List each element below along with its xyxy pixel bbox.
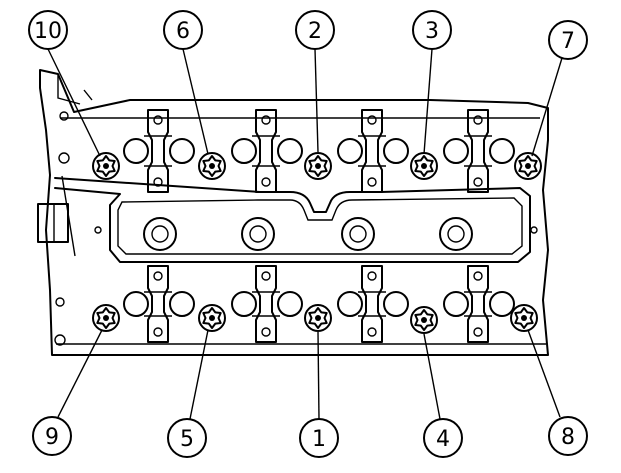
- central-gallery: [37, 175, 531, 263]
- upper-pedestal-1: [123, 109, 195, 193]
- cylinder-head-outline: [39, 69, 549, 356]
- lower-pedestal-4: [443, 265, 515, 343]
- upper-pedestal-2: [231, 109, 303, 193]
- bolt-5-torx-icon: [198, 304, 226, 332]
- callout-10-label: 10: [34, 19, 62, 44]
- bolt-2-torx-icon: [304, 152, 332, 180]
- bolt-4-torx-icon: [410, 306, 438, 334]
- upper-pedestals: [123, 109, 515, 193]
- callout-6-label: 6: [176, 19, 190, 44]
- lower-pedestal-1: [123, 265, 195, 343]
- bolt-7-torx-icon: [514, 152, 542, 180]
- upper-pedestal-3: [337, 109, 409, 193]
- callout-8: 8: [548, 416, 588, 456]
- leader-line-4: [423, 48, 433, 155]
- callout-3-label: 3: [425, 19, 439, 44]
- callout-3: 3: [412, 10, 452, 50]
- callout-7-label: 7: [561, 29, 575, 54]
- edge-holes: [54, 111, 538, 346]
- lower-pedestals: [123, 265, 515, 343]
- bolt-9-torx-icon: [92, 304, 120, 332]
- leader-line-6: [57, 329, 103, 418]
- upper-pedestal-4: [443, 109, 515, 193]
- callout-9-label: 9: [45, 425, 59, 450]
- bolt-8-torx-icon: [510, 304, 538, 332]
- callout-1-label: 1: [312, 427, 326, 452]
- callout-6: 6: [163, 10, 203, 50]
- leader-lines: [47, 48, 563, 420]
- callout-10: 10: [28, 10, 68, 50]
- callout-7: 7: [548, 20, 588, 60]
- callout-2: 2: [295, 10, 335, 50]
- callout-9: 9: [32, 416, 72, 456]
- callout-4: 4: [423, 418, 463, 458]
- bolt-6-torx-icon: [198, 152, 226, 180]
- leader-line-1: [47, 48, 101, 157]
- bolt-3-torx-icon: [410, 152, 438, 180]
- bolt-1-torx-icon: [304, 304, 332, 332]
- callout-2-label: 2: [308, 19, 322, 44]
- bolt-10-torx-icon: [92, 152, 120, 180]
- callout-5-label: 5: [180, 427, 194, 452]
- leader-line-5: [531, 57, 563, 157]
- lower-pedestal-2: [231, 265, 303, 343]
- leader-line-7: [189, 329, 209, 420]
- callout-4-label: 4: [436, 427, 450, 452]
- callout-5: 5: [167, 418, 207, 458]
- callout-8-label: 8: [561, 425, 575, 450]
- leader-line-8: [317, 331, 320, 420]
- leader-line-2: [182, 48, 209, 155]
- lower-pedestal-3: [337, 265, 409, 343]
- leader-line-3: [314, 48, 319, 153]
- bolts: [92, 152, 542, 334]
- leader-line-9: [423, 333, 441, 420]
- callout-1: 1: [299, 418, 339, 458]
- spark-plug-wells: [143, 217, 473, 251]
- callouts: 10 6 2 3 7 9 5 1: [28, 10, 588, 458]
- leader-line-10: [527, 329, 561, 418]
